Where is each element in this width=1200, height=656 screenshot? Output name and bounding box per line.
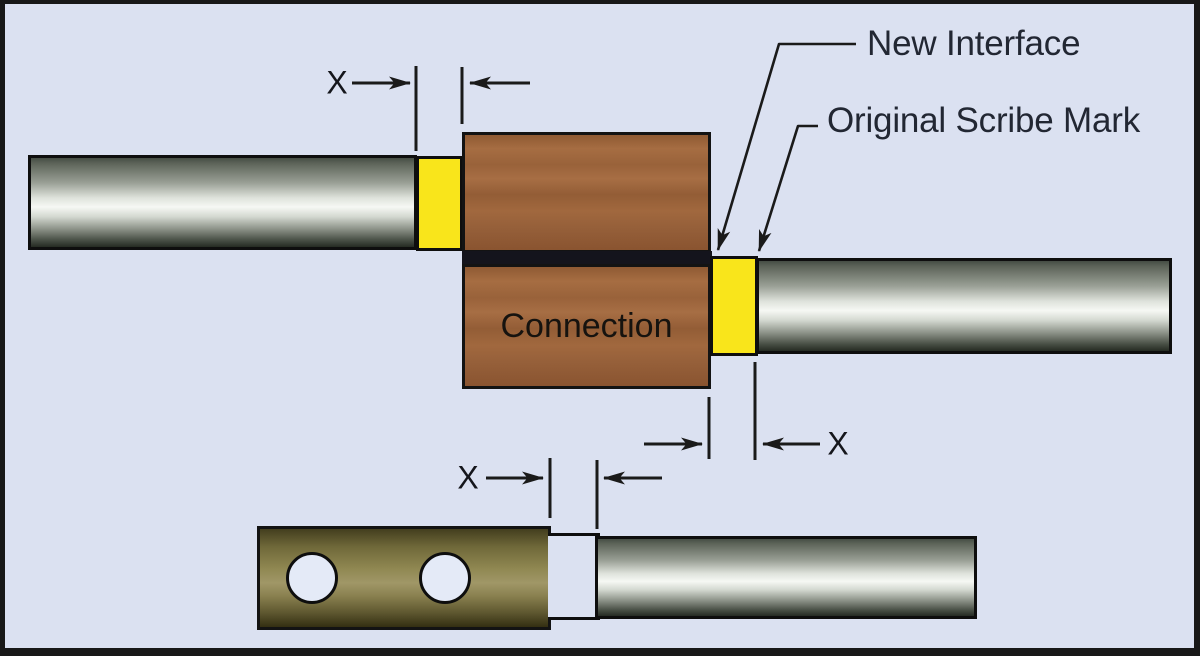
lug-bolt-hole-left [286,552,338,604]
original-scribe-mark-label: Original Scribe Mark [827,101,1141,140]
lug-barrel-neck [548,533,600,620]
connector-interface-band [462,251,712,265]
left-scribe-gap-mark [416,156,463,251]
dim-x-label-bottom: X [457,459,479,496]
connection-label: Connection [500,307,673,345]
bottom-conductor-rod [595,536,977,619]
leader-original-scribe-mark [757,124,818,252]
right-scribe-gap-mark [710,256,758,356]
dim-x-label-right: X [827,425,849,462]
left-conductor-rod [28,155,417,250]
leader-new-interface [716,42,856,251]
connector-upper-half [462,132,711,253]
dim-x-label-top-left: X [326,64,348,101]
right-conductor-rod [756,258,1172,354]
dimension-bottom [486,458,662,529]
leader-lines [716,42,856,252]
new-interface-label: New Interface [867,24,1081,63]
connector-lower-half [462,264,711,389]
terminal-lug [257,526,551,630]
lug-bolt-hole-right [419,552,471,604]
